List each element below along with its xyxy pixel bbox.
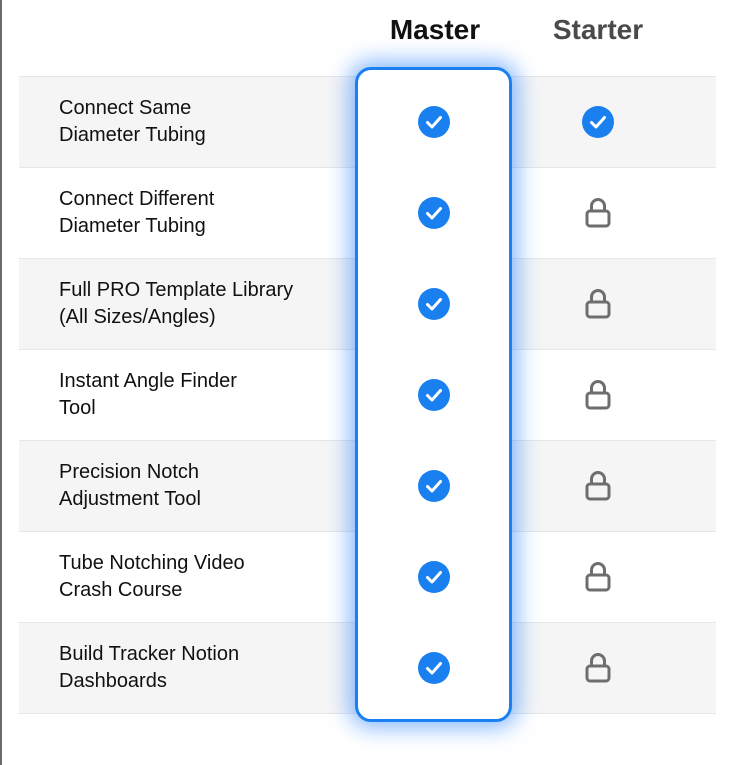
starter-cell xyxy=(580,104,616,140)
window-left-edge xyxy=(0,0,2,765)
lock-icon xyxy=(583,378,613,412)
feature-label: Connect Same Diameter Tubing xyxy=(59,97,206,146)
check-icon xyxy=(418,196,450,229)
feature-label: Precision Notch Adjustment Tool xyxy=(59,461,201,510)
lock-icon xyxy=(583,287,613,321)
lock-icon xyxy=(583,560,613,594)
lock-icon xyxy=(583,469,613,503)
feature-label: Full PRO Template Library (All Sizes/Ang… xyxy=(59,279,294,328)
feature-label: Tube Notching Video Crash Course xyxy=(59,552,245,601)
check-icon xyxy=(418,287,450,320)
check-icon xyxy=(418,560,450,593)
starter-cell xyxy=(580,468,616,504)
plan-header: Master Starter xyxy=(0,0,749,66)
feature-label: Instant Angle Finder Tool xyxy=(59,370,237,419)
master-column-title[interactable]: Master xyxy=(389,14,481,45)
check-icon xyxy=(418,469,450,502)
starter-cell xyxy=(580,377,616,413)
check-icon xyxy=(582,106,614,138)
starter-cell xyxy=(580,559,616,595)
lock-icon xyxy=(583,651,613,685)
feature-label: Connect Different Diameter Tubing xyxy=(59,188,215,237)
check-icon xyxy=(418,105,450,138)
starter-cell xyxy=(580,195,616,231)
starter-cell xyxy=(580,286,616,322)
lock-icon xyxy=(583,196,613,230)
check-icon xyxy=(418,652,450,684)
feature-label: Build Tracker Notion Dashboards xyxy=(59,643,240,692)
check-icon xyxy=(418,378,450,411)
starter-column-title[interactable]: Starter xyxy=(552,14,644,45)
starter-cell xyxy=(580,650,616,686)
